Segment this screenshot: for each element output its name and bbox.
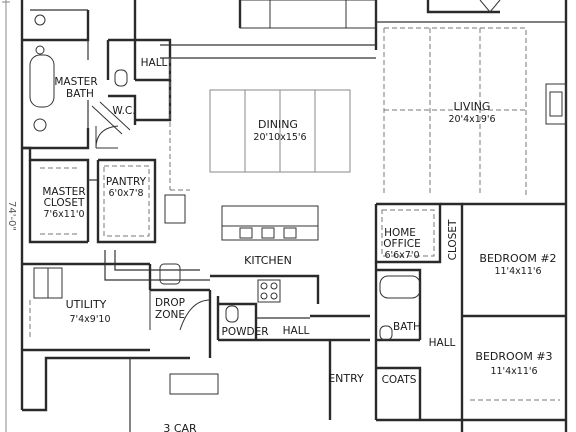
room-size: 6'6x7'0 <box>384 250 419 261</box>
room-size: 6'0x7'8 <box>108 188 143 199</box>
dimension-line <box>2 0 10 432</box>
room-size: 7'4x9'10 <box>69 314 110 325</box>
room-size: 20'4x19'6 <box>448 114 495 125</box>
room-label-pantry: PANTRY 6'0x7'8 <box>106 176 147 199</box>
room-label: ZONE <box>155 309 185 321</box>
room-size: 20'10x15'6 <box>253 132 306 143</box>
room-label: LIVING <box>454 100 491 113</box>
room-label-home-office: HOME OFFICE 6'6x7'0 <box>383 227 420 261</box>
bath-walls <box>374 262 566 432</box>
powder-walls <box>129 302 370 432</box>
kitchen-walls <box>104 44 376 340</box>
room-label: HOME <box>384 227 416 239</box>
room-label-hall-right: HALL <box>429 337 456 349</box>
room-label: OFFICE <box>383 238 420 250</box>
room-label: BEDROOM #3 <box>475 350 552 363</box>
room-label-hall-top: HALL <box>141 57 168 69</box>
sink-icon <box>33 118 47 132</box>
bedroom-wing-walls <box>374 202 566 318</box>
room-size: 11'4x11'6 <box>490 366 537 377</box>
room-label-powder: POWDER <box>222 326 269 338</box>
toilet-icon <box>114 69 128 87</box>
sink-icon <box>34 14 46 26</box>
room-label: PANTRY <box>106 176 147 188</box>
sink-icon <box>35 45 45 55</box>
tub-icon <box>29 54 55 108</box>
stove-icon <box>257 279 281 303</box>
room-label: MASTER <box>54 76 97 88</box>
room-label-hall-mid: HALL <box>283 325 310 337</box>
bathtub-icon <box>379 275 421 299</box>
room-label-garage: 3 CAR <box>163 422 197 432</box>
room-label: BATH <box>66 88 94 100</box>
room-label-closet: CLOSET <box>447 219 459 260</box>
room-label-bedroom-2: BEDROOM #2 11'4x11'6 <box>479 252 556 277</box>
closet-pantry-walls <box>22 146 157 244</box>
room-label-living: LIVING 20'4x19'6 <box>448 100 495 125</box>
room-label-master-closet: MASTER CLOSET 7'6x11'0 <box>42 186 85 220</box>
fireplace-icon <box>545 83 567 125</box>
room-label-bath: BATH <box>393 321 421 333</box>
room-label: BEDROOM #2 <box>479 252 556 265</box>
toilet-icon <box>225 305 239 323</box>
room-label-drop-zone: DROP ZONE <box>155 297 185 321</box>
room-label-utility: UTILITY 7'4x9'10 <box>66 298 111 325</box>
toilet-icon <box>379 325 393 341</box>
room-label: CLOSET <box>44 197 85 209</box>
room-label: DROP <box>155 297 185 309</box>
room-label-dining: DINING 20'10x15'6 <box>253 118 306 143</box>
room-label-bedroom-3: BEDROOM #3 11'4x11'6 <box>475 350 552 377</box>
room-label-wc: W.C. <box>112 105 135 117</box>
washer-icon <box>33 267 49 299</box>
dimension-label: 74'-0" <box>6 201 17 231</box>
room-label: MASTER <box>42 186 85 198</box>
master-bath-walls <box>22 9 90 150</box>
dryer-icon <box>47 267 63 299</box>
living-walls <box>239 0 567 195</box>
room-label: DINING <box>258 118 298 131</box>
room-label-coats: COATS <box>382 374 417 386</box>
room-label-entry: ENTRY <box>328 372 364 385</box>
room-size: 11'4x11'6 <box>494 266 541 277</box>
utility-walls <box>22 262 212 358</box>
kitchen-island <box>221 205 319 227</box>
room-size: 7'6x11'0 <box>43 209 84 220</box>
room-label: UTILITY <box>66 298 107 311</box>
room-label-master-bath: MASTER BATH <box>54 76 97 100</box>
room-label-kitchen: KITCHEN <box>244 254 292 267</box>
